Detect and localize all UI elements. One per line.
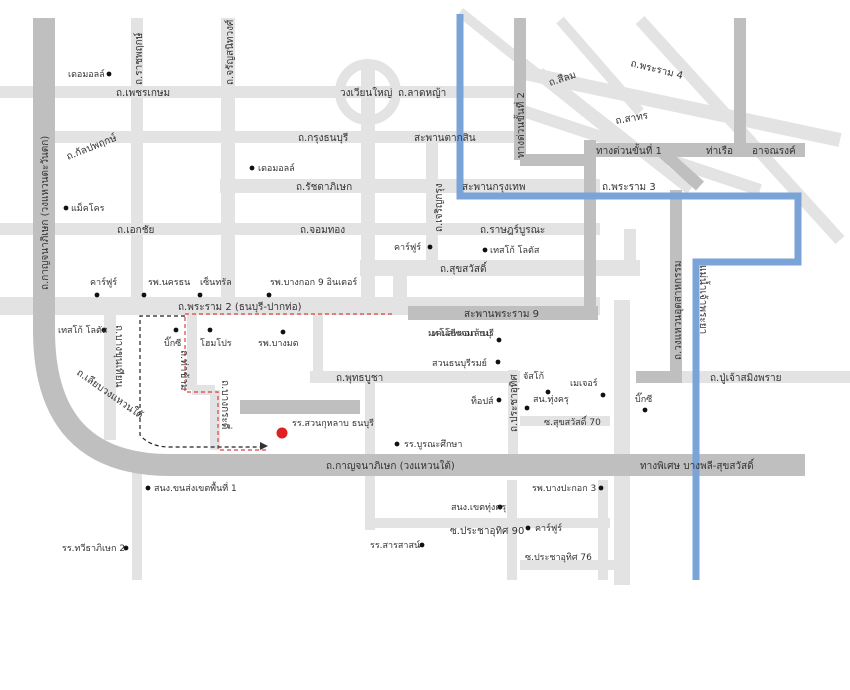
label-lat-ya: ถ.ลาดหญ้า	[398, 87, 446, 99]
label-ratchadaphisek: ถ.รัชดาภิเษก	[296, 182, 352, 193]
route-red	[184, 313, 392, 451]
label-rama3: ถ.พระราม 3	[602, 182, 656, 193]
place-district-office: สนง.เขตทุ่งครุ	[451, 503, 506, 513]
label-pracha-uthit-76: ซ.ประชาอุทิศ 76	[525, 552, 592, 563]
place-tech-univ: ม.เทคโนโลยีพระจอมเกล้าธนบุรี	[428, 328, 494, 339]
label-at-narong: อาจณรงค์	[752, 145, 796, 157]
road-rama4	[518, 65, 842, 147]
road-labels: ถ.กาญจนาภิเษก (วงแหวนตะวันตก) ถ.ราชพฤกษ์…	[40, 19, 796, 563]
label-suk-sawat-70: ซ.สุขสวัสดิ์ 70	[544, 415, 601, 428]
label-kanchanaphisek-south: ถ.กาญจนาภิเษก (วงแหวนใต้)	[326, 460, 455, 472]
place-sor-thungkru: สน.ทุ่งครุ	[533, 395, 569, 405]
label-suk-sawat: ถ.สุขสวัสดิ์	[440, 261, 488, 275]
label-rama2: ถ.พระราม 2 (ธนบุรี-ปากท่อ)	[178, 301, 302, 313]
place-carrefour-1: คาร์ฟูร์	[90, 276, 117, 288]
label-ratchaphruek: ถ.ราชพฤกษ์	[133, 32, 145, 85]
label-special-expressway: ทางพิเศษ บางพลี-สุขสวัสดิ์	[640, 458, 755, 472]
label-industrial-ring: ถ.วงแหวนอุตสาหกรรม	[673, 261, 684, 360]
place-school: รร.สวนกุหลาบ ธนบุรี	[292, 418, 374, 429]
label-krungthep-bridge: สะพานกรุงเทพ	[462, 182, 525, 193]
label-chom-thong: ถ.จอมทอง	[300, 225, 345, 236]
label-expressway-1: ทางด่วนขั้นที่ 1	[596, 143, 662, 157]
label-phutthabucha: ถ.พุทธบูชา	[336, 373, 383, 384]
roundabout	[335, 59, 401, 125]
label-expressway-2: ทางด่วนขั้นที่ 2	[513, 92, 527, 158]
label-pracha-uthit-90: ซ.ประชาอุทิศ 90	[450, 526, 524, 537]
label-sathon: ถ.สาทร	[615, 110, 650, 127]
minor-roads	[0, 18, 850, 585]
label-krung-thonburi: ถ.กรุงธนบุรี	[298, 132, 349, 144]
label-charansanitwong: ถ.จรัญสนิทวงศ์	[224, 19, 236, 85]
place-land-transport: สนง.ขนส่งเขตพื้นที่ 1	[154, 481, 237, 494]
road-diag-mid	[556, 16, 644, 116]
place-makro: แม็คโคร	[71, 201, 105, 214]
chao-phraya-river	[456, 14, 802, 580]
place-mega: เมเจอร์	[570, 377, 598, 389]
label-ekkachai: ถ.เอกชัย	[117, 225, 154, 236]
label-phetkasem: ถ.เพชรเกษม	[116, 88, 170, 99]
place-central: เซ็นทรัล	[200, 275, 232, 288]
place-school-burana: รร.บูรณะศึกษา	[404, 439, 462, 450]
label-bang-khun-thian: ถ.บางขุนเทียน	[113, 325, 125, 388]
label-charoen-krung: ถ.เจริญกรุง	[434, 183, 445, 232]
label-wongwian-yai: วงเวียนใหญ่	[340, 87, 392, 99]
label-pracha-uthit: ถ.ประชาอุทิศ	[509, 374, 520, 432]
place-hosp-bangkok9: รพ.บางกอก 9 อินเตอร์	[270, 276, 357, 288]
place-thon-park: สวนธนบุรีรมย์	[432, 357, 487, 369]
place-school-thawee: รร.ทวีธาภิเษก 2	[62, 543, 125, 554]
label-tha-ruea: ท่าเรือ	[706, 145, 733, 157]
label-bang-kradi: ถ.บางกระดี่	[219, 380, 233, 429]
place-hosp-bangmod: รพ.บางมด	[258, 339, 299, 349]
label-chao-phraya: แม่น้ำเจ้าพระยา	[697, 265, 711, 334]
label-rat-burana: ถ.ราษฎร์บูรณะ	[480, 224, 545, 236]
place-the-mall-1: เดอมอลล์	[68, 68, 105, 80]
place-hosp-nakhon: รพ.นครธน	[148, 278, 190, 288]
place-lotus-1: เทสโก้ โลตัส	[490, 245, 540, 256]
place-jusco: จัสโก้	[523, 371, 544, 382]
route-lines	[139, 313, 392, 451]
place-labels: เดอมอลล์ เดอมอลล์ แม็คโคร คาร์ฟูร์ รพ.นค…	[58, 68, 652, 554]
route-black	[139, 315, 262, 448]
place-carrefour-3: คาร์ฟูร์	[535, 522, 562, 534]
road-kanchanaphisek	[33, 18, 805, 476]
label-tha-kham: ถ.ท่าข้าม	[178, 350, 190, 390]
poi-markers	[63, 71, 648, 551]
school-marker	[276, 427, 288, 439]
label-pu-chao: ถ.ปู่เจ้าสมิงพราย	[710, 372, 782, 384]
label-rama9-bridge: สะพานพระราม 9	[464, 309, 539, 320]
place-school-sarasas: รร.สารสาสน์	[370, 539, 420, 551]
place-bigc-2: บิ๊กซี	[635, 392, 652, 405]
place-the-mall-2: เดอมอลล์	[258, 162, 295, 174]
place-hosp-bangprakok3: รพ.บางปะกอก 3	[532, 484, 596, 494]
place-carrefour-2: คาร์ฟูร์	[394, 241, 421, 253]
place-homepro: โฮมโปร	[200, 338, 232, 349]
place-tops: ท็อปส์	[471, 394, 494, 407]
label-kanchanaphisek-west: ถ.กาญจนาภิเษก (วงแหวนตะวันตก)	[40, 136, 51, 290]
label-taksin-bridge: สะพานตากสิน	[414, 133, 476, 144]
major-roads	[33, 18, 805, 476]
place-bigc-1: บิ๊กซี	[164, 336, 181, 349]
place-lotus-2: เทสโก้ โลตัส	[58, 325, 108, 336]
route-arrow	[260, 442, 268, 450]
road-diag-north	[456, 8, 624, 144]
